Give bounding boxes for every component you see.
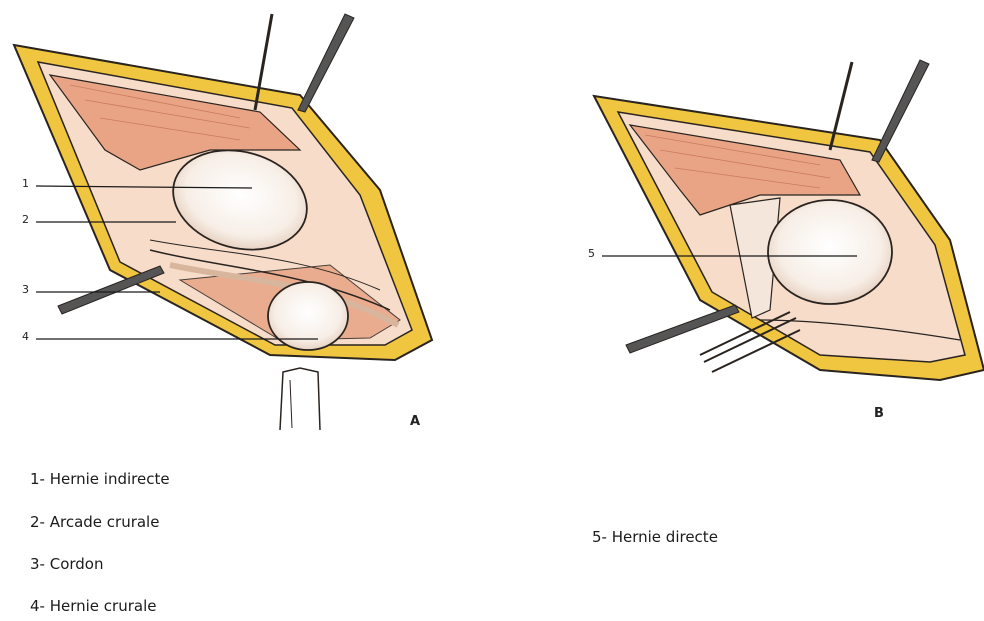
callout-number-5: 5 [588,247,595,260]
forceps-b-1 [626,305,739,353]
callout-number-2: 2 [22,213,29,226]
legend-item-4: 4- Hernie crurale [30,597,156,615]
legend-item-3: 3- Cordon [30,555,103,573]
direct-hernia-sac [768,200,892,304]
retractor-a-2 [298,14,354,112]
panel-label-b: B [874,406,884,421]
callout-number-4: 4 [22,330,29,343]
retractor-b-2 [872,60,929,162]
callout-number-3: 3 [22,283,29,296]
legend-item-1: 1- Hernie indirecte [30,470,170,488]
drain-tube-a [280,368,320,430]
callout-number-1: 1 [22,177,29,190]
panel-label-a: A [410,414,420,429]
figure-a-illustration [14,14,432,430]
crural-hernia-sac [268,282,348,350]
figure-b-illustration [594,60,984,380]
legend-item-2: 2- Arcade crurale [30,513,159,531]
legend-item-5: 5- Hernie directe [592,528,718,546]
